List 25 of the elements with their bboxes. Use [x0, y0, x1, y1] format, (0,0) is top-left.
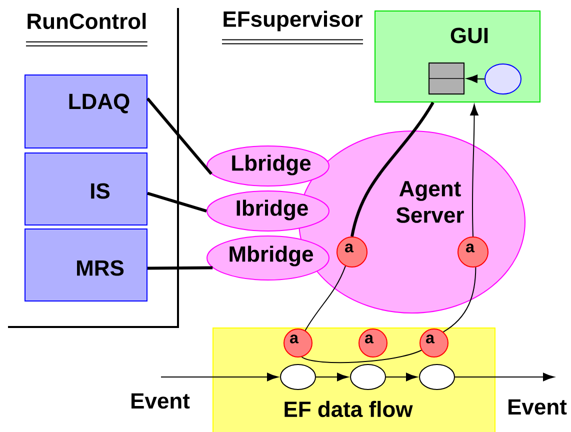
arrow [466, 74, 485, 83]
process-box: LDAQ [24, 74, 148, 148]
flow-ellipse [280, 364, 316, 390]
connector-line [146, 97, 212, 175]
connector-line [350, 102, 434, 237]
flow-ellipse [350, 364, 386, 390]
edge-label: Event [508, 399, 567, 415]
connector-line [147, 192, 207, 212]
heading: EFsupervisor [222, 10, 364, 44]
connector-line [304, 266, 346, 331]
connector-line [442, 266, 476, 332]
connector-line [301, 350, 422, 364]
arrow [470, 104, 478, 237]
arrow [316, 372, 348, 382]
process-box: IS [24, 152, 148, 226]
heading: RunControl [26, 12, 148, 46]
process-box: MRS [24, 228, 148, 302]
arrow [386, 372, 418, 382]
arrow [160, 372, 278, 382]
widget-ellipse [484, 64, 522, 94]
arrow [454, 372, 554, 382]
edge-label: Event [132, 393, 190, 409]
connector-line [147, 266, 213, 270]
flow-ellipse [419, 364, 455, 390]
widget-box [428, 62, 465, 94]
